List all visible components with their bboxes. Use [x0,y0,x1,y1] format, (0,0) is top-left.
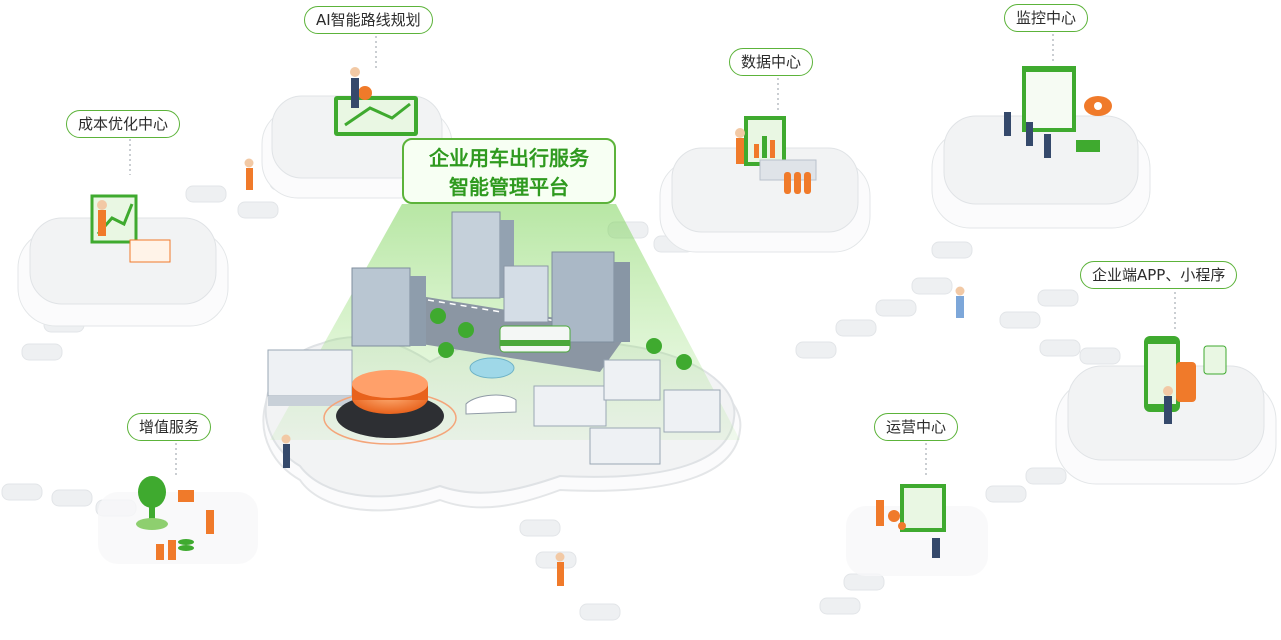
platform-cost [17,194,229,327]
platform-value-added [98,476,258,564]
label-monitor-center: 监控中心 [1004,4,1089,32]
label-value-added: 增值服务 [127,413,212,441]
label-cost-optimization: 成本优化中心 [66,110,181,138]
platform-title-line2: 智能管理平台 [449,175,569,199]
platform-data [659,116,871,253]
label-operation-center: 运营中心 [874,413,959,441]
label-ai-route: AI智能路线规划 [304,6,433,34]
platform-operation [846,484,988,576]
label-enterprise-app: 企业端APP、小程序 [1080,261,1238,289]
platform-monitor [931,66,1151,229]
connector-lines [129,34,1176,478]
city-model [267,211,721,465]
platform-app [1055,336,1277,485]
platform-title: 企业用车出行服务 智能管理平台 [402,138,616,204]
central-drum [323,370,457,445]
label-data-center: 数据中心 [729,48,814,76]
people [244,158,965,586]
platform-title-line1: 企业用车出行服务 [429,146,589,170]
